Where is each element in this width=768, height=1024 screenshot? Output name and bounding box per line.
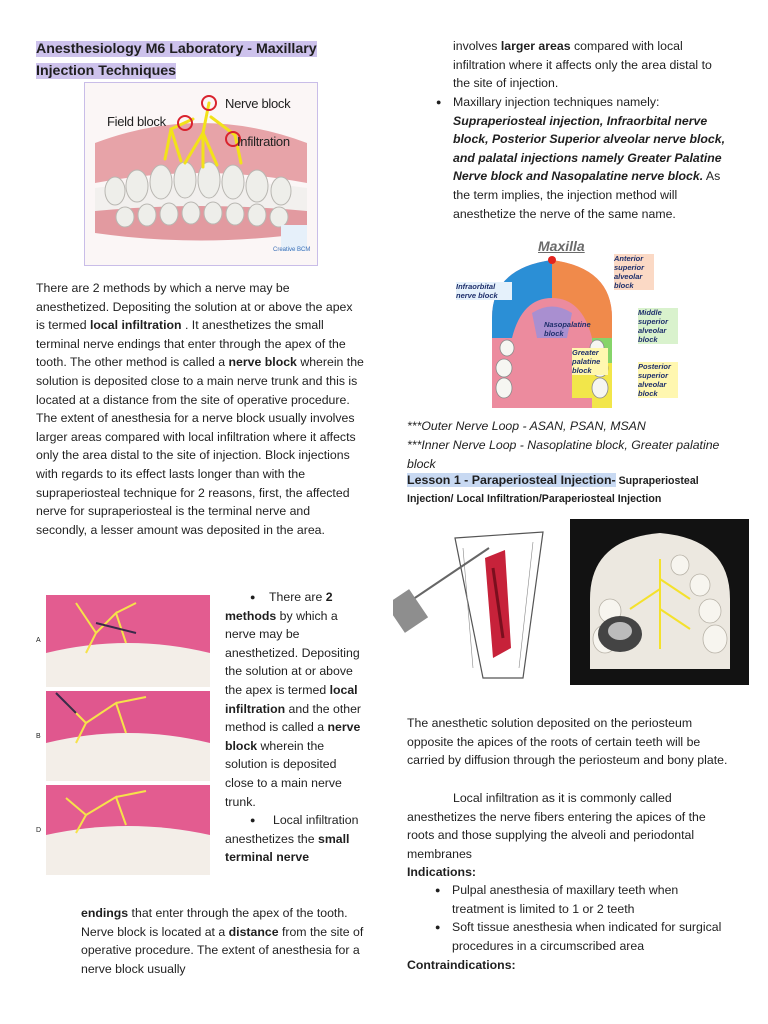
label-greater-palatine: Greater palatine block — [572, 348, 608, 375]
note-inner-nerve-loop: ***Inner Nerve Loop - Nasoplatine block,… — [407, 438, 720, 471]
maxilla-title: Maxilla — [538, 238, 585, 254]
photo-syringe-on-model — [570, 519, 749, 685]
label-posterior-superior: Posterior superior alveolar block — [638, 362, 678, 398]
label-nerve-block: Nerve block — [225, 96, 291, 111]
indications-heading: Indications: — [407, 865, 477, 879]
label-middle-superior: Middle superior alveolar block — [638, 308, 678, 344]
lesson-heading: Lesson 1 - Paraperiosteal Injection- Sup… — [407, 473, 699, 505]
indications-list: Pulpal anesthesia of maxillary teeth whe… — [432, 881, 732, 955]
bullet-two-methods: There are 2 methods by which a nerve may… — [225, 588, 365, 811]
contraindications-heading: Contraindications: — [407, 958, 516, 972]
fig-letter-a: A — [36, 637, 41, 644]
label-field-block: Field block — [107, 114, 166, 129]
figure-injection-sites: A B D — [36, 593, 212, 877]
gum-photos — [46, 595, 210, 875]
paragraph-local-infiltration: Local infiltration as it is commonly cal… — [407, 791, 706, 861]
watermark-logo: Creative BCM — [273, 247, 311, 253]
teeth-illustration — [85, 83, 317, 265]
label-infraorbital: Infraorbital nerve block — [456, 282, 512, 300]
bullet-maxillary-techniques: Maxillary injection techniques namely: S… — [433, 93, 733, 223]
bullet-local-infiltration: Local infiltration anesthetizes the smal… — [225, 811, 365, 867]
bullet-list-methods: There are 2 methods by which a nerve may… — [225, 588, 365, 867]
label-infiltration: Infiltration — [237, 134, 290, 149]
figure-nerve-block-diagram: Nerve block Field block Infiltration Cre… — [84, 82, 318, 266]
fig-letter-b: B — [36, 733, 41, 740]
dental-model-photo — [570, 519, 749, 685]
tooth-cross-section — [385, 528, 565, 684]
fig-letter-d: D — [36, 827, 42, 834]
indication-item: Pulpal anesthesia of maxillary teeth whe… — [432, 881, 732, 918]
label-nasopalatine: Nasopalatine block — [544, 320, 591, 338]
paragraph-larger-areas: involves larger areas compared with loca… — [453, 39, 712, 91]
paragraph-anesthetic-solution: The anesthetic solution deposited on the… — [407, 716, 728, 768]
figure-injection-illustration — [385, 528, 565, 684]
note-outer-nerve-loop: ***Outer Nerve Loop - ASAN, PSAN, MSAN — [407, 419, 646, 433]
label-anterior-superior: Anterior superior alveolar block — [614, 254, 654, 290]
paragraph-nerve-block-continued: endings that enter through the apex of t… — [81, 906, 364, 976]
indication-item: Soft tissue anesthesia when indicated fo… — [432, 918, 732, 955]
bullet-list-techniques: Maxillary injection techniques namely: S… — [433, 93, 733, 223]
document-title: Anesthesiology M6 Laboratory - Maxillary… — [36, 41, 317, 79]
figure-maxilla-diagram: Maxilla Infraorbital nerve block Anterio… — [452, 238, 684, 414]
paragraph-methods: There are 2 methods by which a nerve may… — [36, 281, 364, 537]
